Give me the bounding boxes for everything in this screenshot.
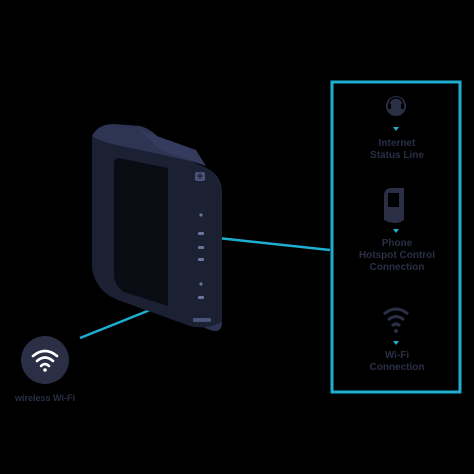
- phone-icon: [384, 188, 404, 223]
- headset-icon: [386, 96, 406, 116]
- panel-item-wifi: [383, 307, 409, 345]
- device-label-plate: [193, 318, 211, 322]
- wifi-badge: [21, 336, 69, 384]
- panel-item-phone: [384, 188, 404, 233]
- led-wifi: [199, 282, 203, 286]
- arrow-down-icon: [393, 341, 399, 345]
- panel-label-line: Wi-Fi: [384, 350, 410, 361]
- panel-label-line: Phone: [381, 238, 413, 249]
- connector-line-panel: [217, 236, 331, 252]
- brand-logo: [195, 172, 205, 181]
- panel-label-line: Connection: [369, 262, 425, 273]
- panel-label-phone: Phone Hotspot Control Connection: [334, 238, 460, 274]
- led-power: [199, 213, 203, 217]
- panel-item-internet: [386, 96, 406, 131]
- panel-label-line: Internet: [378, 138, 416, 149]
- wifi-badge-circle: [21, 336, 69, 384]
- device-front-panel: [114, 158, 168, 306]
- wifi-icon: [383, 307, 409, 333]
- led-phone: [198, 246, 204, 249]
- arrow-down-icon: [393, 127, 399, 131]
- modem-device: [92, 124, 222, 331]
- wifi-badge-caption: wireless Wi-Fi: [15, 393, 75, 403]
- info-panel-frame: [330, 80, 462, 394]
- panel-label-line: Connection: [369, 362, 425, 373]
- led-wps: [198, 296, 204, 299]
- panel-label-wifi: Wi-Fi Connection: [334, 350, 460, 374]
- panel-label-line: Hotspot Control: [358, 250, 436, 261]
- device-grille: [140, 130, 206, 166]
- wifi-icon: [31, 349, 59, 368]
- panel-label-line: Status Line: [370, 150, 424, 161]
- led-signal: [198, 258, 204, 261]
- panel-label-internet: Internet Status Line: [334, 138, 460, 162]
- led-internet: [198, 232, 204, 235]
- device-top-face: [92, 124, 210, 170]
- arrow-down-icon: [393, 229, 399, 233]
- device-led-indicators: [198, 213, 204, 299]
